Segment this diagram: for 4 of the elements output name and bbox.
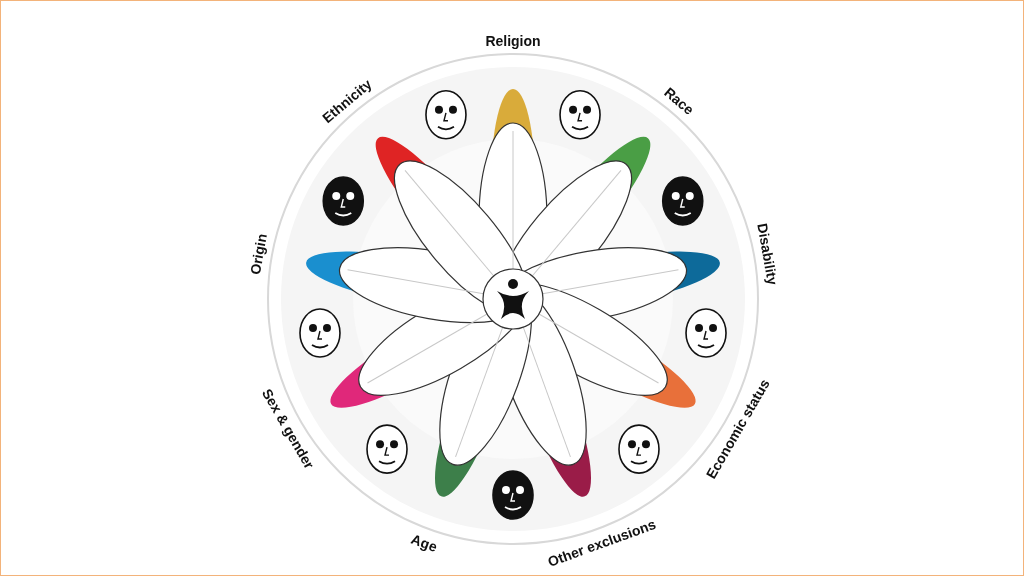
- category-label: Disability: [753, 221, 782, 287]
- category-label: Religion: [485, 31, 541, 51]
- category-label: Origin: [245, 232, 271, 277]
- category-label: Age: [408, 529, 441, 557]
